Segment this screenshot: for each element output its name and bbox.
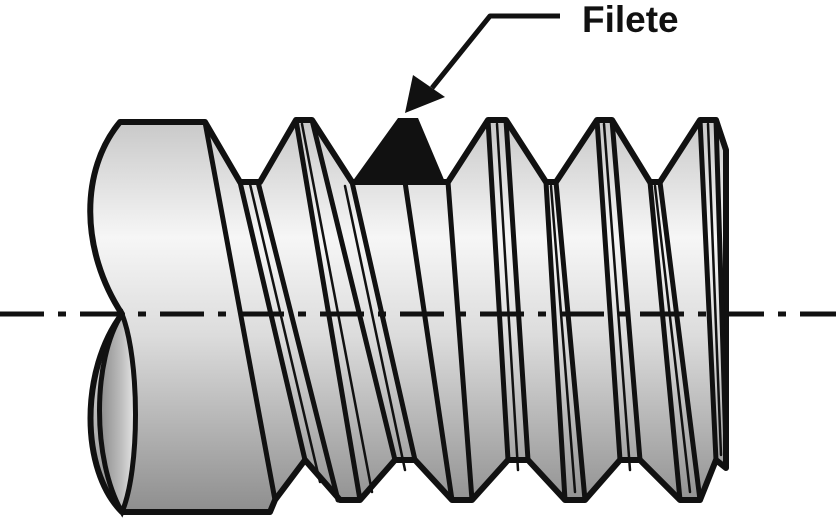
callout-label: Filete bbox=[582, 0, 679, 40]
callout-arrow bbox=[405, 13, 560, 113]
thread-profile bbox=[352, 118, 445, 182]
rod-end-face bbox=[97, 308, 138, 518]
thread-helix-lines bbox=[202, 117, 729, 503]
thread-helix-fine-lines bbox=[248, 122, 723, 494]
